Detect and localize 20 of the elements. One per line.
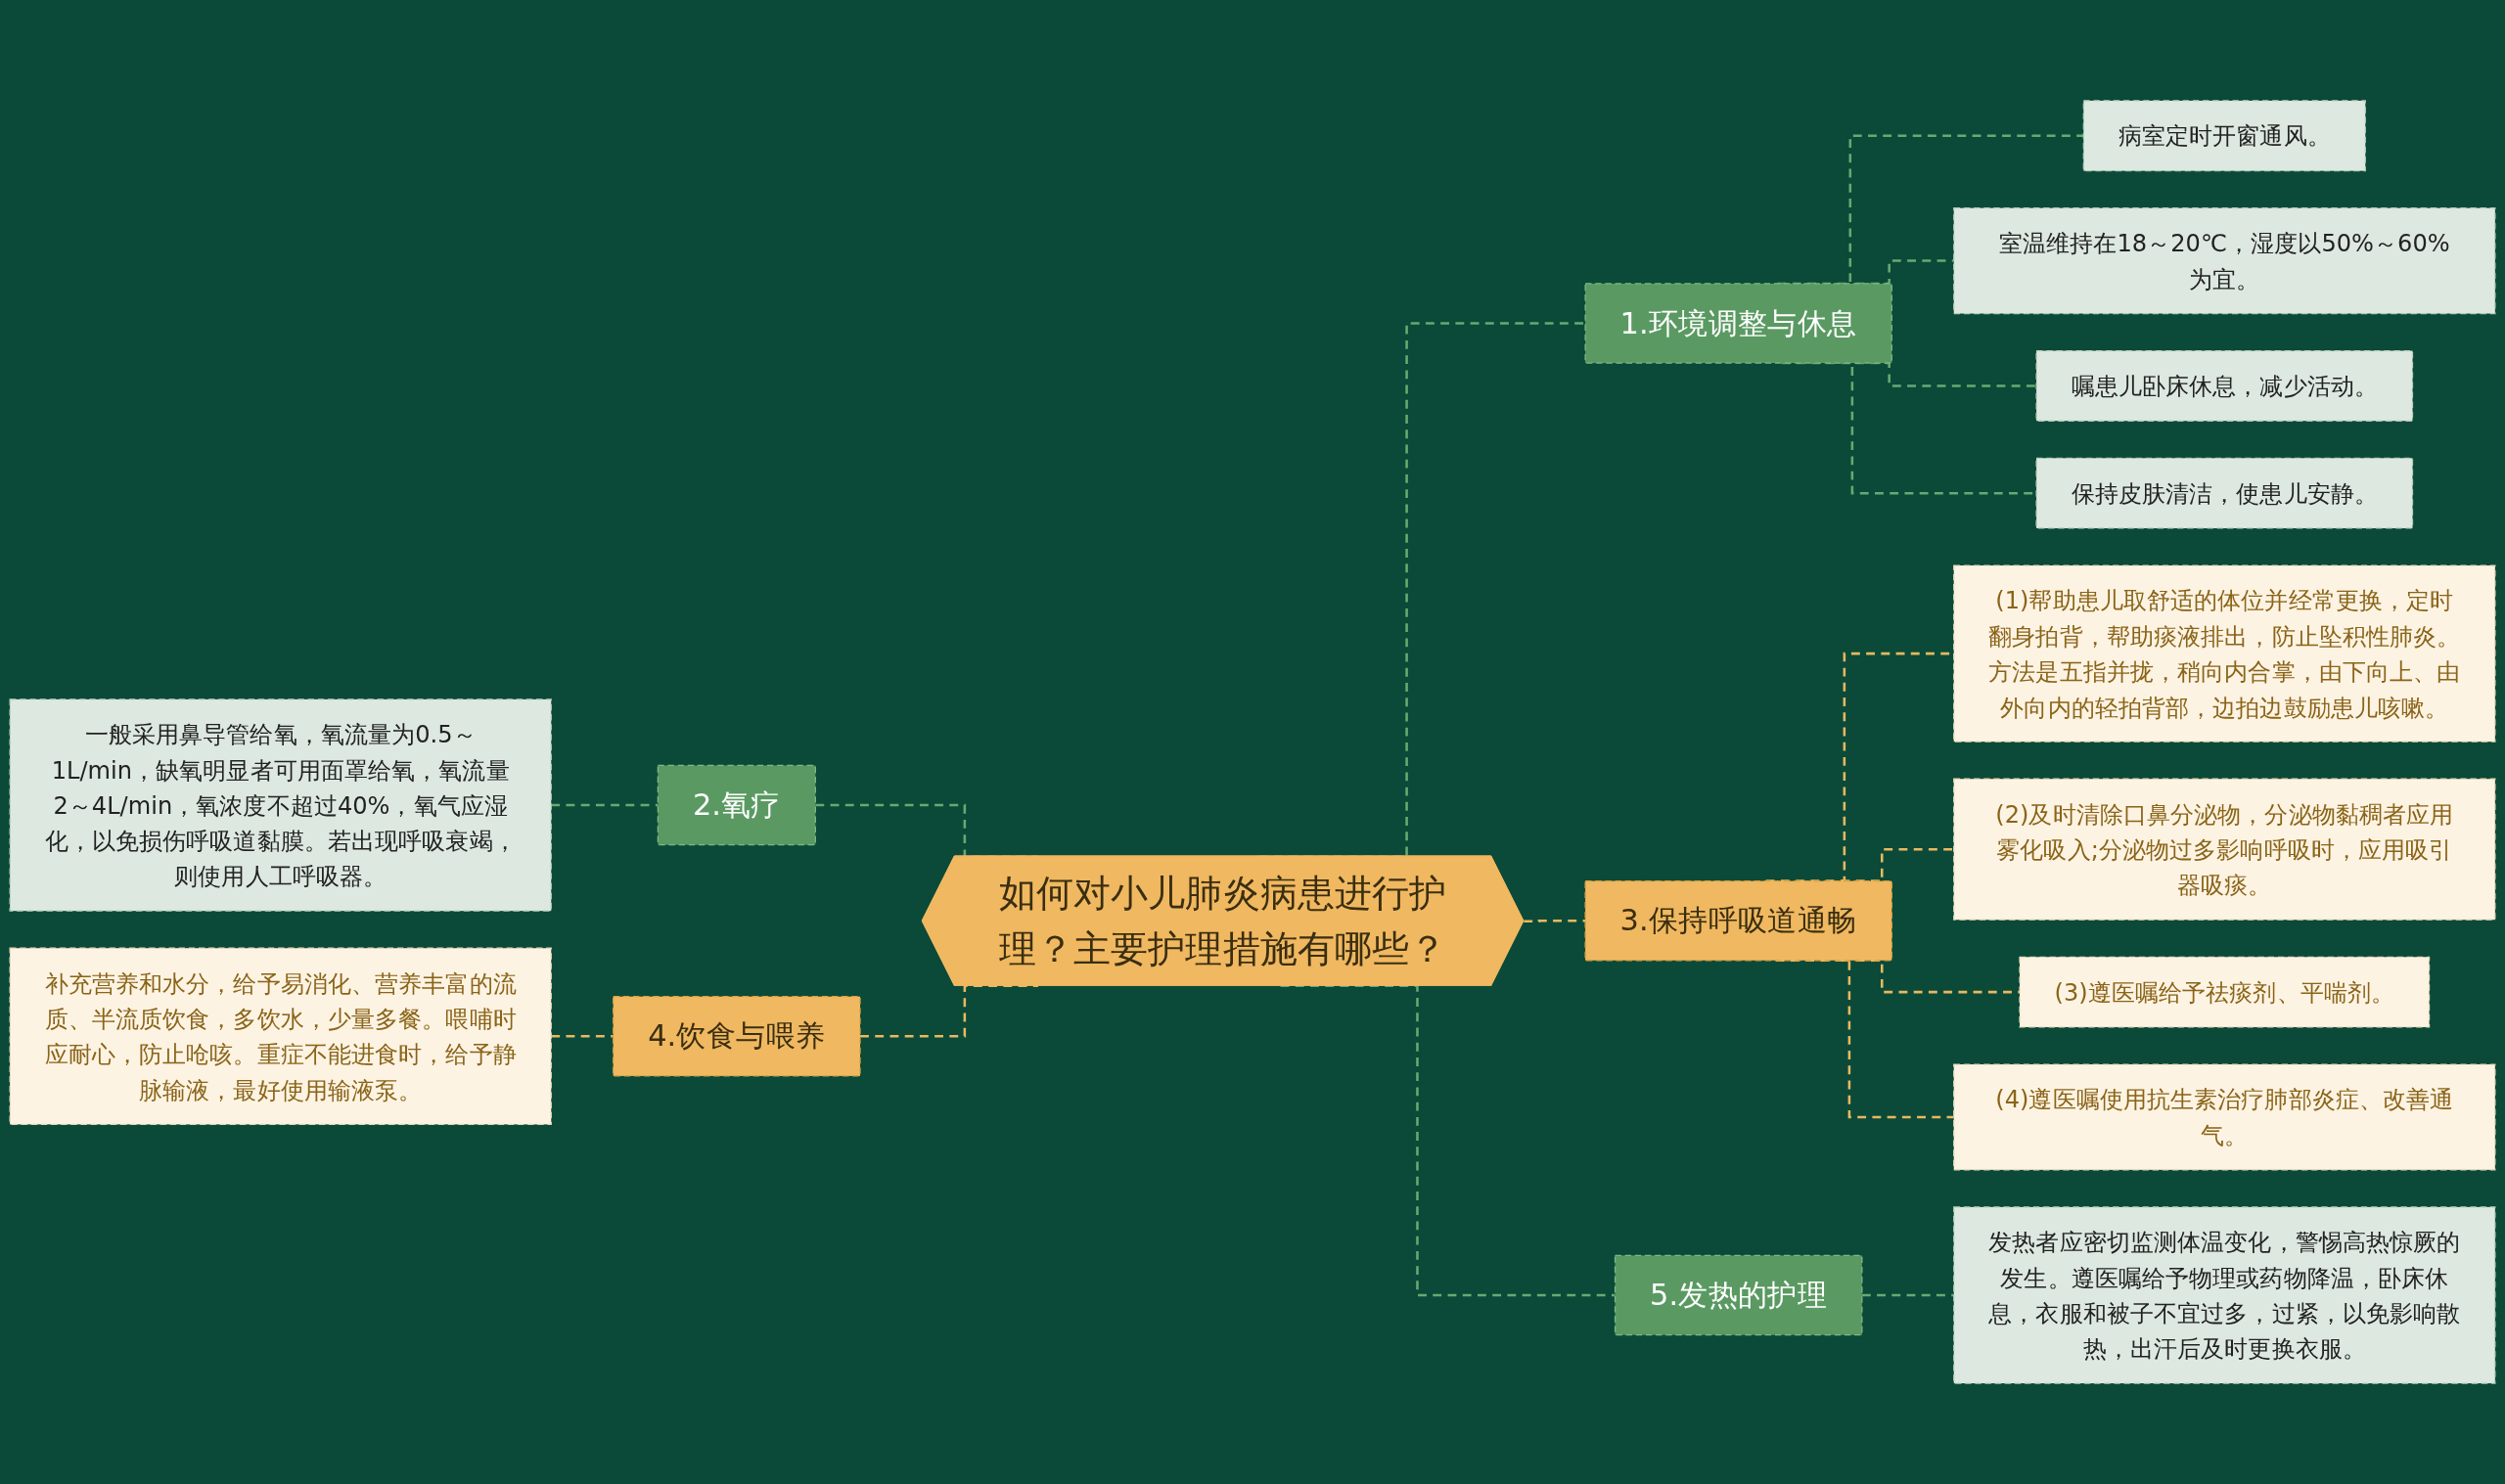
node-box: 1.环境调整与休息 [1584,283,1892,364]
connector [551,1035,614,1038]
node-box: 4.饮食与喂养 [613,996,861,1077]
node-box: 室温维持在18～20℃，湿度以50%～60%为宜。 [1953,207,2496,315]
node-box: 补充营养和水分，给予易消化、营养丰富的流质、半流质饮食，多饮水，少量多餐。喂哺时应耐心，防止呛咳。重症不能进食时，给予静脉输液，最好使用输液泵。 [9,947,552,1126]
connector [1524,919,1586,923]
node-box: 嘱患儿卧床休息，减少活动。 [2035,349,2414,422]
node-box: 一般采用鼻导管给氧，氧流量为0.5～1L/min，缺氧明显者可用面罩给氧，氧流量2～4L/min，氧浓度不超过40%，氧气应湿化，以免损伤呼吸道黏膜。若出现呼吸衰竭，则使用人工呼吸器。 [9,698,552,912]
node-box: 保持皮肤清洁，使患儿安静。 [2035,457,2414,529]
node-box: 5.发热的护理 [1614,1254,1863,1336]
connector [551,803,659,807]
connector [1861,1293,1954,1297]
node-box: 2.氧疗 [657,764,816,846]
node-box: 发热者应密切监测体温变化，警惕高热惊厥的发生。遵医嘱给予物理或药物降温，卧床休息，衣服和被子不宜过多，过紧，以免影响散热，出汗后及时更换衣服。 [1953,1206,2496,1384]
node-box: 3.保持呼吸道通畅 [1584,879,1892,962]
node-box: (1)帮助患儿取舒适的体位并经常更换，定时翻身拍背，帮助痰液排出，防止坠积性肺炎。方法是五指并拢，稍向内合掌，由下向上、由外向内的轻拍背部，边拍边鼓励患儿咳嗽。 [1953,564,2496,742]
node-box: (3)遵医嘱给予祛痰剂、平喘剂。 [2019,956,2431,1028]
node-box: (2)及时清除口鼻分泌物，分泌物黏稠者应用雾化吸入;分泌物过多影响呼吸时，应用吸引器吸痰。 [1953,778,2496,921]
node-box: (4)遵医嘱使用抗生素治疗肺部炎症、改善通气。 [1953,1063,2496,1171]
node-box: 病室定时开窗通风。 [2082,100,2366,172]
